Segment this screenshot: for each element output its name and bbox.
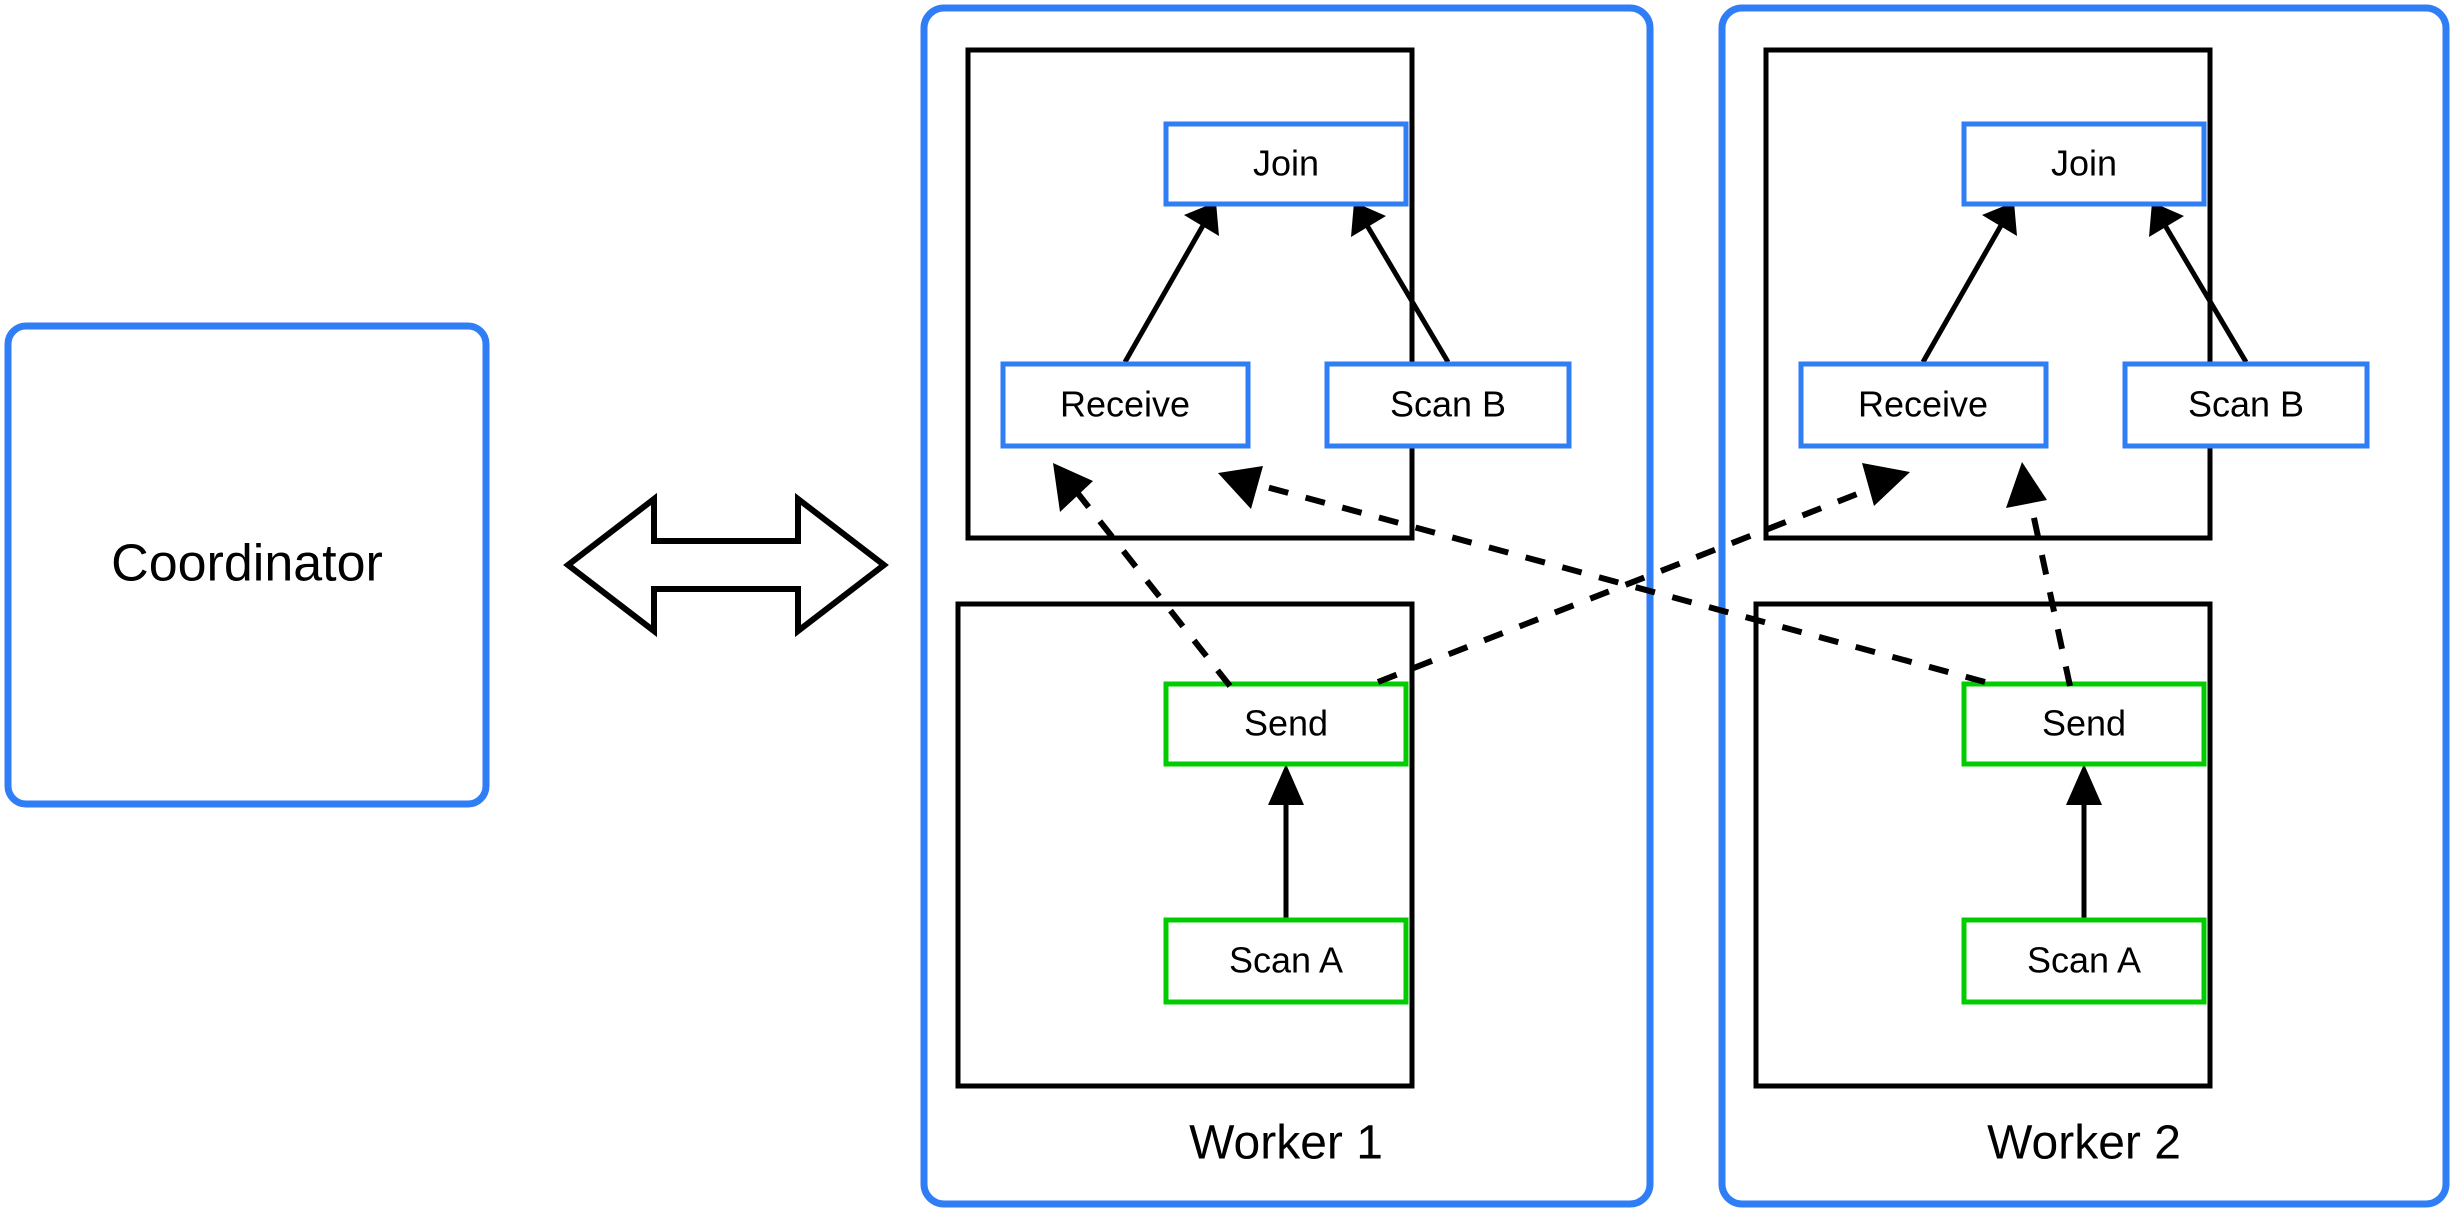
worker-1-scan-b-box[interactable] (1324, 361, 1572, 449)
worker-2-scan-a-box[interactable] (1961, 917, 2207, 1005)
edge-w1-scana-to-send (1268, 764, 1304, 920)
worker-1-scan-a-box[interactable] (1163, 917, 1409, 1005)
arrow-head-icon (1862, 463, 1910, 506)
edge-w2-send-to-w1-receive (1218, 466, 1986, 685)
edge-w1-receive-to-join (1122, 202, 1219, 364)
coordinator-label: Coordinator (111, 535, 383, 593)
worker-2-receive-label: Receive (1858, 384, 1988, 425)
worker-1-join-label: Join (1253, 143, 1319, 184)
worker-2-node-scan-a[interactable]: Scan A (1961, 917, 2207, 1005)
arrow-head-icon (2066, 764, 2102, 805)
worker-1-send-label: Send (1244, 703, 1328, 744)
arrow-head-icon (1351, 202, 1386, 237)
worker-1-lower-fragment (955, 601, 1415, 1089)
coordinator-box[interactable] (4, 322, 490, 808)
worker-2-join-box[interactable] (1961, 121, 2207, 207)
worker-2-label: Worker 2 (1987, 1117, 2181, 1170)
arrow-head-icon (1218, 466, 1263, 509)
worker-2-node-send[interactable]: Send (1961, 681, 2207, 767)
arrow-head-icon (1268, 764, 1304, 805)
worker-2-join-label: Join (2051, 143, 2117, 184)
arrow-head-icon (1053, 463, 1093, 512)
worker-1-join-box[interactable] (1163, 121, 1409, 207)
worker-2-node-receive[interactable]: Receive (1798, 361, 2049, 449)
worker-1-node-join[interactable]: Join (1163, 121, 1409, 207)
worker-2-group[interactable]: Join Receive Scan B Send Scan A Wo (1718, 4, 2450, 1208)
worker-2-node-scan-b[interactable]: Scan B (2122, 361, 2370, 449)
arrow-head-icon (1982, 202, 2017, 236)
edge-w1-send-to-w1-receive (1053, 463, 1233, 688)
worker-1-receive-label: Receive (1060, 384, 1190, 425)
worker-1-scan-a-label: Scan A (1229, 940, 1343, 981)
arrow-head-icon (2006, 462, 2047, 508)
arrow-head-icon (2149, 202, 2184, 237)
edge-w1-send-to-w2-receive (1376, 463, 1910, 685)
worker-1-group[interactable]: Join Receive Scan B Send Scan A Wo (920, 4, 1654, 1208)
worker-2-receive-box[interactable] (1798, 361, 2049, 449)
worker-1-scan-b-label: Scan B (1390, 384, 1506, 425)
worker-2-scan-a-label: Scan A (2027, 940, 2141, 981)
edge-w1-scanb-to-join (1351, 202, 1451, 364)
edge-w2-scana-to-send (2066, 764, 2102, 920)
coordinator-node[interactable]: Coordinator (4, 322, 490, 808)
worker-1-send-box[interactable] (1163, 681, 1409, 767)
worker-2-send-box[interactable] (1961, 681, 2207, 767)
edge-w2-send-to-w2-receive (2006, 462, 2073, 687)
worker-2-lower-fragment (1753, 601, 2213, 1089)
worker-1-label: Worker 1 (1189, 1117, 1383, 1170)
worker-2-scan-b-box[interactable] (2122, 361, 2370, 449)
worker-1-node-scan-a[interactable]: Scan A (1163, 917, 1409, 1005)
edge-w2-scanb-to-join (2149, 202, 2249, 364)
bidirectional-arrow-shape (563, 492, 889, 638)
bidirectional-arrow-icon (563, 492, 889, 638)
worker-1-node-send[interactable]: Send (1163, 681, 1409, 767)
worker-2-scan-b-label: Scan B (2188, 384, 2304, 425)
worker-2-node-join[interactable]: Join (1961, 121, 2207, 207)
worker-2-send-label: Send (2042, 703, 2126, 744)
worker-1-receive-box[interactable] (1000, 361, 1251, 449)
worker-1-node-receive[interactable]: Receive (1000, 361, 1251, 449)
arrow-head-icon (1184, 202, 1219, 236)
worker-1-node-scan-b[interactable]: Scan B (1324, 361, 1572, 449)
edge-w2-receive-to-join (1920, 202, 2017, 364)
